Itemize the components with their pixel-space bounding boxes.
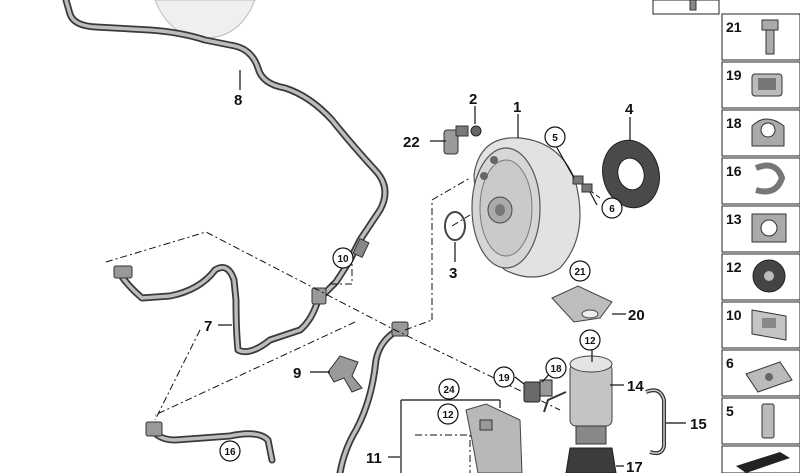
assembly-lines xyxy=(105,177,601,473)
clip-10-icon xyxy=(751,309,787,341)
callout-12-bracket: 12 xyxy=(442,410,454,421)
callout-11: 11 xyxy=(366,450,382,467)
pump-mount-17 xyxy=(565,447,617,473)
bracket-11 xyxy=(465,403,523,473)
callout-1: 1 xyxy=(513,99,521,116)
callout-3: 3 xyxy=(449,265,457,282)
callout-4: 4 xyxy=(625,101,634,118)
callout-20: 20 xyxy=(628,307,645,324)
side-cell-21 xyxy=(721,13,800,61)
callout-15: 15 xyxy=(690,416,707,433)
shim-icon xyxy=(736,452,790,473)
callout-8: 8 xyxy=(234,92,242,109)
nut-plate-6-icon xyxy=(745,361,793,393)
side-label-10: 10 xyxy=(726,307,742,323)
vacuum-line-main xyxy=(336,321,409,473)
parts-side-panel: 21 19 18 16 13 12 xyxy=(652,0,800,473)
callout-6-circle: 6 xyxy=(601,197,623,219)
gasket-4 xyxy=(602,139,660,209)
callout-16-circle: 16 xyxy=(219,440,241,462)
callout-24: 24 xyxy=(443,385,455,396)
callout-21: 21 xyxy=(574,267,586,278)
o-ring-3 xyxy=(444,211,466,241)
nut-2 xyxy=(470,125,482,137)
hose-clip-16-icon xyxy=(754,162,786,195)
side-label-5: 5 xyxy=(726,403,734,419)
bracket-9 xyxy=(327,355,363,393)
callout-14: 14 xyxy=(627,378,644,395)
callout-10-circle: 10 xyxy=(332,247,354,269)
callout-18: 18 xyxy=(550,364,562,375)
callout-21-circle: 21 xyxy=(569,260,591,282)
callout-6: 6 xyxy=(609,204,615,215)
callout-10: 10 xyxy=(337,254,349,265)
vacuum-hose-16 xyxy=(145,421,276,464)
callout-24-circle: 24 xyxy=(438,378,460,400)
callout-18-circle: 18 xyxy=(545,357,567,379)
clamp-13-icon xyxy=(751,213,787,243)
side-label-12: 12 xyxy=(726,259,742,275)
callout-12-pump: 12 xyxy=(584,336,596,347)
stud-5-icon xyxy=(761,403,775,439)
callout-7: 7 xyxy=(204,318,212,335)
vacuum-pump-14 xyxy=(543,355,613,445)
bracket-11-frame xyxy=(400,399,501,473)
side-label-6: 6 xyxy=(726,355,734,371)
brake-booster xyxy=(471,137,581,278)
bolt-icon xyxy=(761,19,779,55)
callout-5: 5 xyxy=(552,133,558,144)
hose-15 xyxy=(645,388,666,456)
vacuum-hose-7 xyxy=(113,264,327,356)
connector-18 xyxy=(523,379,553,403)
bolts-5 xyxy=(572,175,593,193)
vacuum-hose-8 xyxy=(62,0,389,300)
hose-clamp-18-icon xyxy=(751,118,785,147)
callout-12a-circle: 12 xyxy=(579,329,601,351)
callout-16: 16 xyxy=(224,447,236,458)
callout-22: 22 xyxy=(403,134,420,151)
side-label-21: 21 xyxy=(726,19,742,35)
side-label-18: 18 xyxy=(726,115,742,131)
callout-2: 2 xyxy=(469,91,477,108)
callout-9: 9 xyxy=(293,365,301,382)
sensor-22 xyxy=(443,125,469,155)
side-cell-5 xyxy=(721,397,800,445)
callout-19: 19 xyxy=(498,373,510,384)
callout-17: 17 xyxy=(626,459,643,473)
callout-19-circle: 19 xyxy=(493,366,515,388)
clip-19-icon xyxy=(751,73,783,97)
callout-12b-circle: 12 xyxy=(437,403,459,425)
side-label-19: 19 xyxy=(726,67,742,83)
bracket-plate-20 xyxy=(551,285,613,323)
callout-5-circle: 5 xyxy=(544,126,566,148)
side-label-13: 13 xyxy=(726,211,742,227)
side-label-16: 16 xyxy=(726,163,742,179)
grommet-12-icon xyxy=(752,259,786,293)
